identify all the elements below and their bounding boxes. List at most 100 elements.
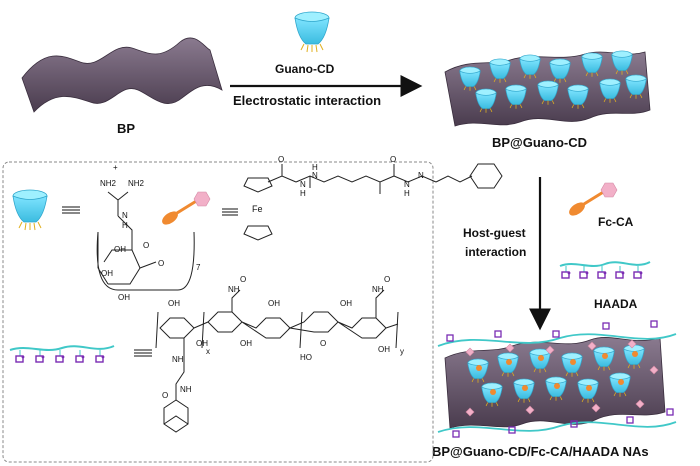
- fc-head-icon: [635, 399, 645, 409]
- guano-cd-structure: NH2 NH2 + N H OH OH OH O O 7: [96, 163, 201, 302]
- cd-cup-icon: [529, 348, 551, 373]
- cd-cup-icon: [611, 50, 633, 75]
- chem-x-sub: x: [206, 347, 210, 356]
- fc-head-icon: [587, 341, 597, 351]
- cd-cup-icon: [537, 80, 559, 105]
- fc-head-icon: [591, 403, 601, 413]
- chem-nh-amide: NH: [172, 355, 184, 364]
- bp-guano-cd-label: BP@Guano-CD: [492, 135, 588, 150]
- chem-o-ac2: O: [384, 275, 390, 284]
- legend-haada-icon: [9, 345, 115, 363]
- chem-h-guan: H: [122, 221, 128, 230]
- chem-o-ring: O: [143, 241, 149, 250]
- haada-unit-icon: [494, 330, 502, 338]
- chem-plus: +: [113, 163, 118, 172]
- haada-unit-icon: [650, 320, 658, 328]
- fc-head-icon: [505, 343, 515, 353]
- chem-ho-acid: HO: [300, 353, 312, 362]
- electrostatic-label: Electrostatic interaction: [233, 93, 382, 108]
- haada-unit-icon: [561, 266, 571, 279]
- chem-seven: 7: [196, 263, 201, 272]
- fc-head-icon: [545, 345, 555, 355]
- cd-cup-icon: [549, 58, 571, 83]
- cd-cup-icon: [475, 88, 497, 113]
- chem-nh-ac2: NH: [372, 285, 384, 294]
- haada-unit-icon: [75, 350, 85, 363]
- interaction-label: interaction: [465, 245, 527, 259]
- haada-unit-icon: [633, 266, 643, 279]
- bp-sheet: [21, 37, 223, 113]
- chem-h-1: H: [300, 189, 306, 198]
- cd-cup-icon: [459, 66, 481, 91]
- cd-cup-icon: [481, 382, 503, 407]
- chem-n-4: N: [418, 171, 424, 180]
- cd-cup-icon: [567, 84, 589, 109]
- chem-nh-ada: NH: [180, 385, 192, 394]
- chem-h-2: H: [312, 163, 318, 172]
- haada-icon: [559, 261, 651, 279]
- haada-label: HAADA: [594, 297, 638, 311]
- chem-oh-1: OH: [168, 299, 180, 308]
- chem-nh-ac1: NH: [228, 285, 240, 294]
- chem-oh-b: OH: [101, 269, 113, 278]
- bp-label: BP: [117, 121, 136, 136]
- chem-o-link: O: [158, 259, 164, 268]
- legend-cd-icon: [12, 189, 48, 231]
- chem-y-sub: y: [400, 347, 404, 356]
- haada-unit-icon: [95, 350, 105, 363]
- haada-unit-icon: [508, 426, 516, 434]
- chem-fe: Fe: [252, 204, 263, 214]
- fc-ca-label: Fc-CA: [598, 215, 634, 229]
- final-product-assembly: [437, 320, 677, 438]
- cd-cup-icon: [581, 52, 603, 77]
- chem-o-ada: O: [162, 391, 168, 400]
- haada-unit-icon: [446, 334, 454, 342]
- chem-n-guan: N: [122, 211, 128, 220]
- legend-fc-icon: [162, 191, 211, 225]
- cd-cup-icon: [505, 84, 527, 109]
- cd-cup-icon: [561, 352, 583, 377]
- haada-unit-icon: [597, 266, 607, 279]
- cd-cup-icon: [519, 54, 541, 79]
- legend-box: [2, 161, 434, 463]
- chem-oh-a: OH: [114, 245, 126, 254]
- chem-oh-5: OH: [340, 299, 352, 308]
- fc-head-icon: [525, 405, 535, 415]
- cd-cup-icon: [625, 74, 647, 99]
- fc-head-icon: [465, 407, 475, 417]
- legend-haada-units: [15, 350, 105, 363]
- fc-head-icon: [649, 365, 659, 375]
- fc-ca-structure: Fe O N H N H O N H N: [243, 155, 503, 241]
- cd-cup-icon: [513, 378, 535, 403]
- haada-unit-icon: [570, 420, 578, 428]
- haada-unit-icon: [55, 350, 65, 363]
- haada-unit-icon: [552, 330, 560, 338]
- chem-oh-c: OH: [118, 293, 130, 302]
- haada-unit-icon: [35, 350, 45, 363]
- haada-unit-icon: [666, 408, 674, 416]
- haada-unit-icon: [615, 266, 625, 279]
- haada-unit-icon: [602, 322, 610, 330]
- chem-n-1: N: [300, 180, 306, 189]
- chem-nh2-right: NH2: [128, 179, 145, 188]
- guano-cd-label: Guano-CD: [275, 62, 335, 76]
- cd-cup-icon: [489, 58, 511, 83]
- final-decorations: [446, 320, 674, 438]
- cd-cup-icon: [545, 376, 567, 401]
- chem-o-ac1: O: [240, 275, 246, 284]
- haada-unit-icon: [452, 430, 460, 438]
- chem-o-acid: O: [320, 339, 326, 348]
- haada-unit-icon: [626, 416, 634, 424]
- chem-n-2: N: [312, 171, 318, 180]
- chem-n-3: N: [404, 180, 410, 189]
- cd-on-sheet-group: [459, 50, 647, 113]
- chem-h-3: H: [404, 189, 410, 198]
- fc-ca-icon: [569, 182, 618, 216]
- fc-head-icon: [465, 347, 475, 357]
- haada-unit-icon: [15, 350, 25, 363]
- cd-cup-icon: [593, 346, 615, 371]
- chem-oh-4: OH: [268, 299, 280, 308]
- host-guest-label: Host-guest: [463, 226, 526, 240]
- cd-cup-icon: [599, 78, 621, 103]
